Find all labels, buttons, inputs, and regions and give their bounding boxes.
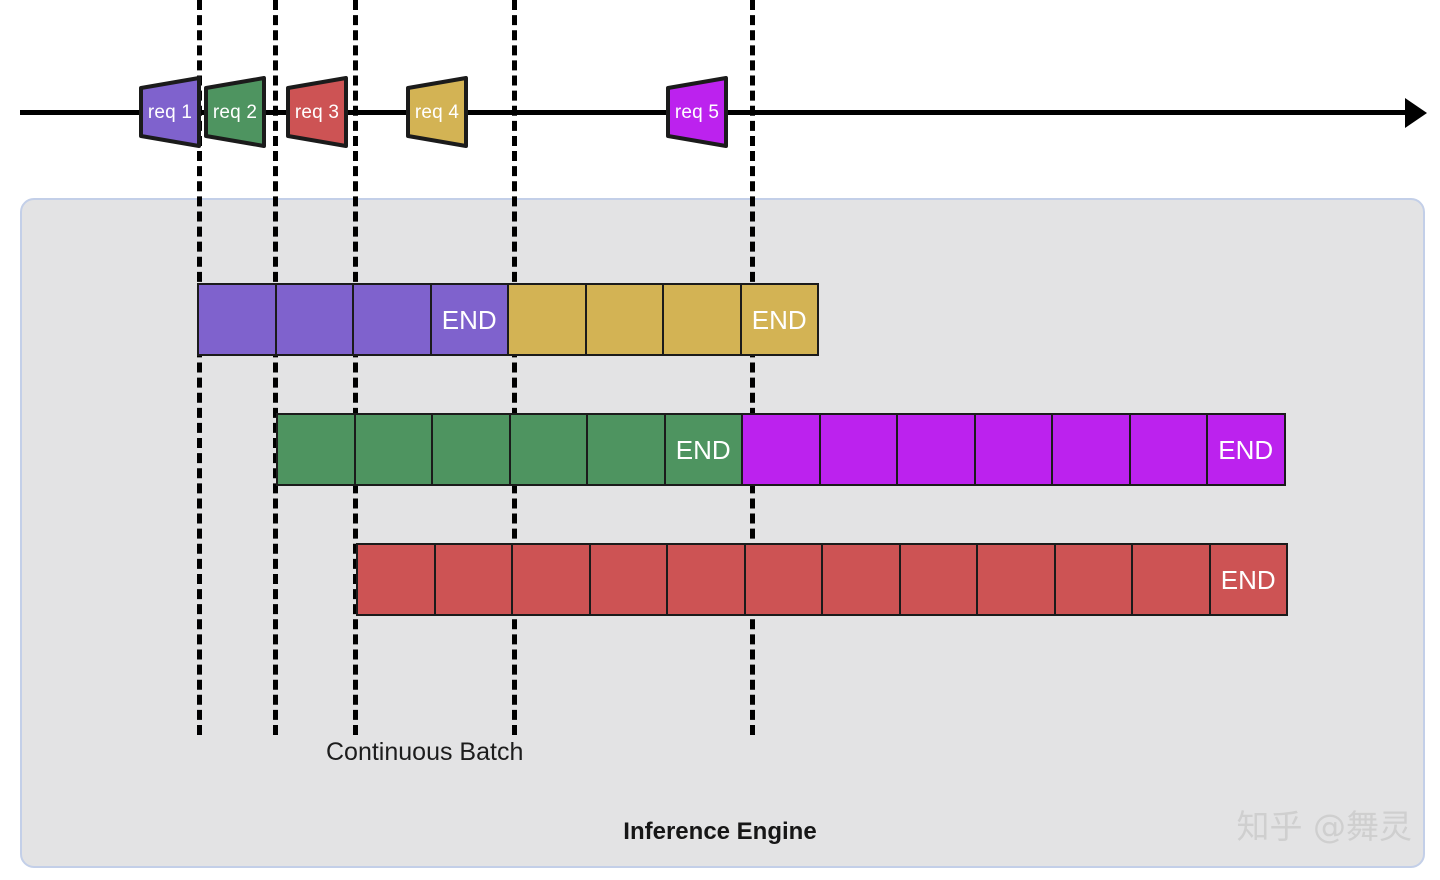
request-marker-label: req 3 — [294, 101, 340, 123]
token-cell — [508, 413, 588, 486]
request-marker-5: req 5 — [666, 76, 728, 148]
token-cell — [276, 413, 356, 486]
token-cell — [821, 543, 901, 616]
end-token-cell: END — [429, 283, 509, 356]
inference-engine-title: Inference Engine — [623, 818, 817, 845]
arrow-right-icon — [1405, 98, 1427, 128]
request-marker-1: req 1 — [139, 76, 201, 148]
guide-req2-arrival — [273, 0, 278, 735]
token-cell — [197, 283, 277, 356]
token-cell — [511, 543, 591, 616]
token-cell — [1128, 413, 1208, 486]
token-cell — [1131, 543, 1211, 616]
token-cell — [584, 283, 664, 356]
token-cell — [353, 413, 433, 486]
guide-req5-arrival — [750, 0, 755, 735]
token-cell — [741, 413, 821, 486]
guide-req3-arrival — [353, 0, 358, 735]
batch-row-2: END END — [276, 413, 1286, 486]
token-cell — [898, 543, 978, 616]
request-marker-label: req 2 — [212, 101, 258, 123]
token-cell — [356, 543, 436, 616]
request-marker-label: req 4 — [414, 101, 460, 123]
watermark-text: 知乎 @舞灵 — [1236, 807, 1413, 846]
token-cell — [1053, 543, 1133, 616]
end-token-cell: END — [739, 283, 819, 356]
token-cell — [662, 283, 742, 356]
token-cell — [743, 543, 823, 616]
request-marker-label: req 5 — [674, 101, 720, 123]
token-cell — [973, 413, 1053, 486]
continuous-batch-label: Continuous Batch — [326, 738, 524, 766]
token-cell — [274, 283, 354, 356]
token-cell — [352, 283, 432, 356]
token-cell — [896, 413, 976, 486]
end-token-cell: END — [1208, 543, 1288, 616]
token-cell — [507, 283, 587, 356]
token-cell — [1051, 413, 1131, 486]
request-marker-2: req 2 — [204, 76, 266, 148]
end-token-cell: END — [1206, 413, 1286, 486]
request-marker-4: req 4 — [406, 76, 468, 148]
request-marker-3: req 3 — [286, 76, 348, 148]
token-cell — [586, 413, 666, 486]
token-cell — [588, 543, 668, 616]
guide-req1-arrival — [197, 0, 202, 735]
token-cell — [431, 413, 511, 486]
batch-row-1: END END — [197, 283, 819, 356]
end-token-cell: END — [663, 413, 743, 486]
guide-req4-arrival — [512, 0, 517, 735]
token-cell — [976, 543, 1056, 616]
token-cell — [818, 413, 898, 486]
request-marker-label: req 1 — [147, 101, 193, 123]
token-cell — [433, 543, 513, 616]
batch-row-3: END — [356, 543, 1288, 616]
token-cell — [666, 543, 746, 616]
